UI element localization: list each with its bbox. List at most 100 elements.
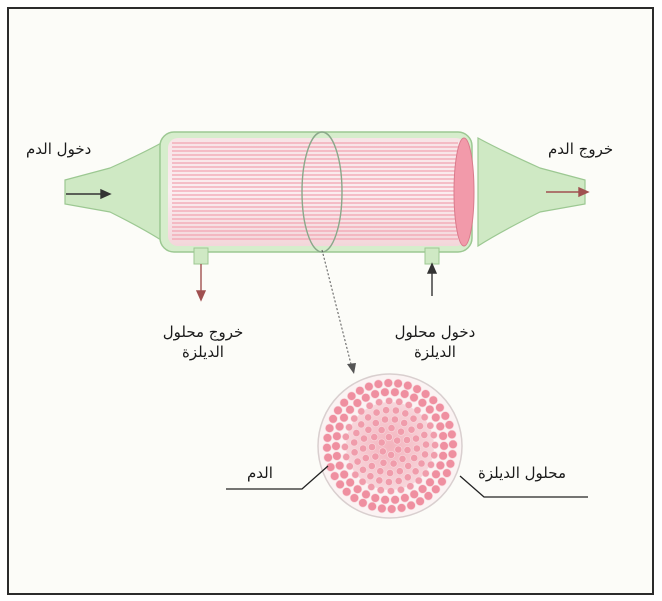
fiber-dot xyxy=(402,410,409,417)
fiber-dot xyxy=(365,426,372,433)
fiber-dot xyxy=(352,471,359,478)
fiber-dot xyxy=(401,494,410,503)
fiber-dot xyxy=(392,407,399,414)
fiber-dot xyxy=(376,399,383,406)
fiber-dot xyxy=(353,429,360,436)
fiber-dot xyxy=(378,427,385,434)
fiber-dot xyxy=(385,434,392,441)
fiber-dot xyxy=(390,460,397,467)
fiber-dot xyxy=(410,415,417,422)
fiber-dot xyxy=(400,390,409,399)
fiber-dot xyxy=(372,453,379,460)
fiber-dot xyxy=(366,402,373,409)
fiber-dot xyxy=(432,470,441,479)
fiber-dot xyxy=(377,468,384,475)
fiber-dot xyxy=(362,455,369,462)
fiber-dot xyxy=(358,421,365,428)
fiber-dot xyxy=(432,485,441,494)
fiber-dot xyxy=(365,382,374,391)
fiber-dot xyxy=(388,451,395,458)
fiber-dot xyxy=(418,399,427,408)
dialysate-outlet-port xyxy=(194,248,208,264)
fiber-dot xyxy=(405,462,412,469)
fiber-dot xyxy=(351,449,358,456)
fiber-dot xyxy=(368,502,377,511)
fiber-dot xyxy=(362,490,371,499)
fiber-dot xyxy=(448,430,457,439)
fiber-dot xyxy=(329,415,338,424)
fiber-dot xyxy=(439,432,448,441)
fiber-dot xyxy=(422,441,429,448)
fiber-dot xyxy=(359,499,368,508)
fiber-dot xyxy=(410,490,419,499)
fiber-dot xyxy=(438,477,447,486)
fiber-dot xyxy=(411,454,418,461)
fiber-dot xyxy=(335,461,344,470)
fiber-dot xyxy=(404,447,411,454)
fiber-dot xyxy=(340,398,349,407)
fiber-dot xyxy=(340,413,349,422)
fiber-dot xyxy=(353,485,362,494)
fiber-dot xyxy=(353,399,362,408)
fiber-dot xyxy=(346,405,355,414)
fiber-dot xyxy=(448,450,457,459)
fiber-dot xyxy=(367,473,374,480)
fiber-dot xyxy=(407,483,414,490)
fiber-dot xyxy=(418,460,425,467)
fiber-dot xyxy=(343,453,350,460)
fiber-dot xyxy=(424,492,433,501)
fiber-dot xyxy=(371,434,378,441)
dialysate-out-arrowhead xyxy=(197,291,205,300)
fiber-dot xyxy=(439,452,448,461)
fiber-dot xyxy=(415,477,422,484)
dialysate-in-arrowhead xyxy=(428,264,436,273)
fiber-dot xyxy=(422,470,429,477)
fiber-dot xyxy=(449,440,458,449)
fiber-dot xyxy=(427,461,434,468)
fiber-dot xyxy=(418,485,427,494)
fiber-dot xyxy=(427,422,434,429)
fiber-dot xyxy=(416,497,425,506)
fiber-dot xyxy=(377,487,384,494)
fiber-dot xyxy=(385,478,392,485)
fiber-dot xyxy=(340,470,349,479)
fiber-dot xyxy=(358,408,365,415)
fiber-dot xyxy=(403,436,410,443)
fiber-dot xyxy=(421,414,428,421)
fiber-dot xyxy=(430,432,437,439)
fiber-dot xyxy=(323,443,332,452)
fiber-dot xyxy=(330,472,339,481)
fiber-dot xyxy=(374,380,383,389)
fiber-dot xyxy=(386,397,393,404)
fiber-dot xyxy=(440,442,449,451)
fiber-dot xyxy=(360,435,367,442)
fiber-dot xyxy=(416,423,423,430)
fiber-dot xyxy=(324,453,333,462)
fiber-bundle xyxy=(168,138,466,246)
fiber-dot xyxy=(387,487,394,494)
fiber-dot xyxy=(333,452,342,461)
dialysate-label: محلول الديلزة xyxy=(478,463,566,483)
blood-label: الدم xyxy=(247,463,273,483)
dialysate-in-label: دخول محلول الديلزة xyxy=(380,322,490,362)
fiber-dot xyxy=(371,494,380,503)
fiber-dot xyxy=(395,477,402,484)
fiber-dot xyxy=(421,431,428,438)
blood-out-label: خروج الدم xyxy=(548,139,613,159)
fiber-bundle-end xyxy=(454,138,474,246)
fiber-dot xyxy=(413,385,422,394)
fiber-dot xyxy=(436,422,445,431)
fiber-dot xyxy=(342,433,349,440)
fiber-dot xyxy=(350,494,359,503)
fiber-dot xyxy=(405,402,412,409)
fiber-dot xyxy=(347,392,356,401)
fiber-dot xyxy=(334,406,343,415)
fiber-dot xyxy=(407,501,416,510)
fiber-dot xyxy=(410,393,419,402)
fiber-dot xyxy=(356,386,365,395)
dialysate-inlet-port xyxy=(425,248,439,264)
fiber-dot xyxy=(368,483,375,490)
fiber-dot xyxy=(443,469,452,478)
fiber-dot xyxy=(394,379,403,388)
